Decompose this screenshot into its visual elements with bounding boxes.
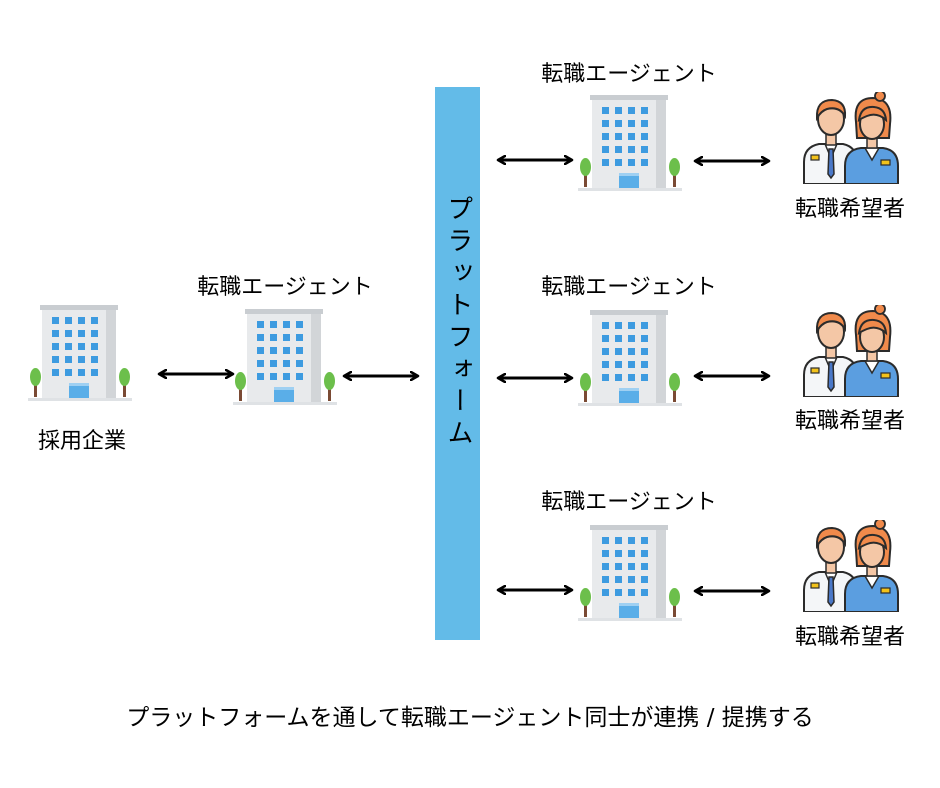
agent-3-building-icon [578,525,682,621]
agent-2-label: 転職エージェント [541,275,717,300]
job-seeker-3-label: 転職希望者 [794,625,906,650]
left-agent-building-icon [233,309,337,405]
platform-bar [435,87,480,640]
job-seeker-3-people-icon [803,520,899,612]
job-seeker-2-people-icon [803,305,899,397]
platform: プラットフォーム [435,87,480,640]
agent-1-label: 転職エージェント [541,62,717,87]
job-seeker-2-label: 転職希望者 [794,409,906,434]
agent-1-building-icon [578,95,682,191]
recruiting-company-label: 採用企業 [37,429,127,454]
job-seeker-1-people-icon [803,92,899,184]
job-seeker-1-label: 転職希望者 [794,197,906,222]
recruiting-company-building-icon [28,305,132,401]
left-agent-label: 転職エージェント [197,275,373,300]
agent-2-building-icon [578,310,682,406]
agent-3-label: 転職エージェント [541,490,717,515]
platform-label: プラットフォーム [443,195,473,451]
diagram-caption: プラットフォームを通して転職エージェント同士が連携 / 提携する [126,705,814,731]
